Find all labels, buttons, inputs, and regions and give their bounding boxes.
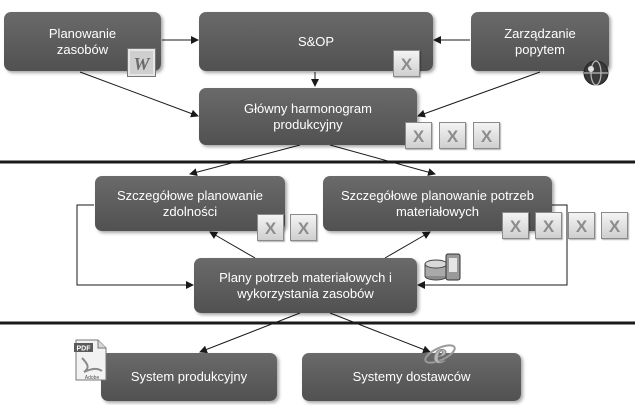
word-icon: W: [127, 48, 156, 77]
pdf-icon-brand: Adobe: [85, 375, 100, 381]
arrow-plany-to-materialowe: [384, 231, 431, 259]
pdf-icon: PDF Adobe: [72, 338, 108, 382]
box-label-line: Szczegółowe planowanie: [117, 187, 263, 203]
excel-icon-glyph: X: [481, 127, 493, 146]
excel-icon-glyph: X: [609, 217, 621, 236]
excel-icon: X: [568, 212, 595, 239]
excel-icon-glyph: X: [265, 219, 277, 238]
pdf-icon-label: PDF: [77, 346, 92, 353]
excel-icon: X: [405, 122, 432, 149]
internet-explorer-icon: e: [423, 336, 457, 370]
box-label-line: System produkcyjny: [130, 369, 248, 384]
excel-icon: X: [439, 122, 466, 149]
box-systemy-dostawcow: Systemy dostawców: [302, 353, 521, 401]
excel-icon-glyph: X: [447, 127, 459, 146]
excel-icon: X: [257, 214, 284, 241]
box-label-line: Planowanie: [48, 25, 117, 41]
arrow-planowanie-to-harmonogram: [79, 71, 199, 118]
excel-icon: X: [290, 214, 317, 241]
box-label-line: produkcyjny: [273, 116, 343, 132]
box-label-line: Główny harmonogram: [244, 100, 372, 116]
excel-icon: X: [535, 212, 562, 239]
excel-icon-glyph: X: [576, 217, 588, 236]
excel-icon-glyph: X: [298, 219, 310, 238]
excel-icon: X: [601, 212, 628, 239]
excel-icon-glyph: X: [510, 217, 522, 236]
arrow-harmonogram-to-zdolnosci: [189, 144, 301, 177]
word-icon-glyph: W: [133, 54, 151, 74]
box-label-line: Plany potrzeb materiałowych i: [219, 269, 392, 285]
box-label-line: materiałowych: [395, 203, 480, 219]
box-label-line: Szczegółowe planowanie potrzeb: [341, 187, 534, 203]
excel-icon: X: [502, 212, 529, 239]
box-label-line: S&OP: [297, 33, 335, 49]
excel-icon-glyph: X: [543, 217, 555, 236]
box-label-line: zasobów: [56, 41, 109, 57]
excel-icon-glyph: X: [401, 55, 413, 74]
arrow-plany-to-produkcyjny: [199, 312, 301, 354]
globe-icon: [583, 60, 609, 86]
database-icon: [424, 248, 462, 284]
arrow-harmonogram-to-materialowe: [329, 144, 436, 176]
box-system-produkcyjny: System produkcyjny: [101, 353, 277, 401]
box-label-line: popytem: [515, 41, 565, 57]
arrow-popyt-to-harmonogram: [417, 71, 541, 118]
arrow-plany-to-dostawcow: [329, 312, 431, 354]
box-label-line: Systemy dostawców: [352, 369, 471, 384]
arrow-zdolnosci-loop: [76, 204, 194, 289]
arrow-materialowe-loop: [417, 204, 568, 289]
box-label-line: wykorzystania zasobów: [237, 285, 374, 301]
arrow-plany-to-zdolnosci: [209, 231, 256, 259]
excel-icon: X: [473, 122, 500, 149]
excel-icon: X: [393, 50, 420, 77]
internet-explorer-icon-glyph: e: [433, 337, 446, 370]
excel-icon-glyph: X: [413, 127, 425, 146]
box-label-line: zdolności: [162, 203, 218, 219]
box-label-line: Zarządzanie: [504, 25, 576, 41]
